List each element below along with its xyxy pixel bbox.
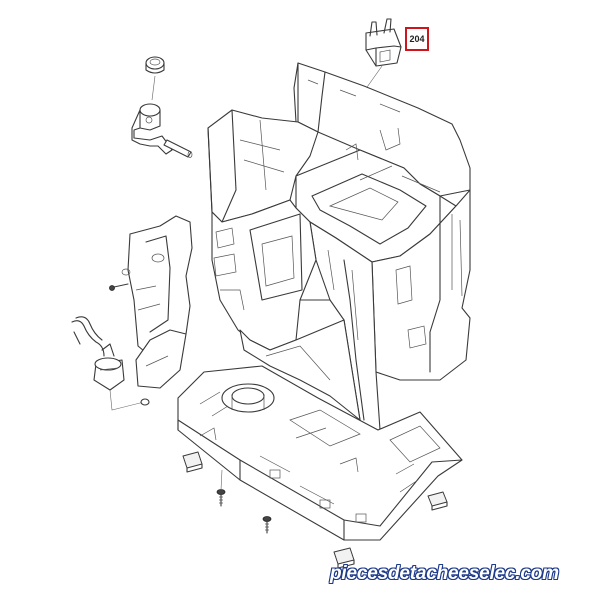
base-tray xyxy=(177,365,463,541)
leader-line-grommet xyxy=(151,75,156,101)
left-side-bracket xyxy=(121,215,193,389)
small-grommet xyxy=(145,56,165,74)
screw-left xyxy=(109,283,129,291)
foot-bottom xyxy=(333,547,355,569)
screw-bottom-2 xyxy=(262,516,272,534)
part-204-clip xyxy=(365,18,402,67)
site-watermark: piecesdetacheeselec.com xyxy=(330,563,559,584)
small-screw-head xyxy=(140,398,150,406)
part-number-callout: 204 xyxy=(405,27,429,51)
leader-line-screw-1 xyxy=(220,469,223,491)
foot-right xyxy=(427,491,448,511)
leader-line-connector xyxy=(109,389,145,411)
main-housing-frame xyxy=(207,62,471,441)
screw-bottom-1 xyxy=(216,489,226,507)
part-number-label: 204 xyxy=(409,34,425,44)
cable-connector xyxy=(71,316,125,391)
small-tube xyxy=(163,139,193,158)
foot-left xyxy=(182,451,203,473)
valve-fitting xyxy=(131,103,173,155)
